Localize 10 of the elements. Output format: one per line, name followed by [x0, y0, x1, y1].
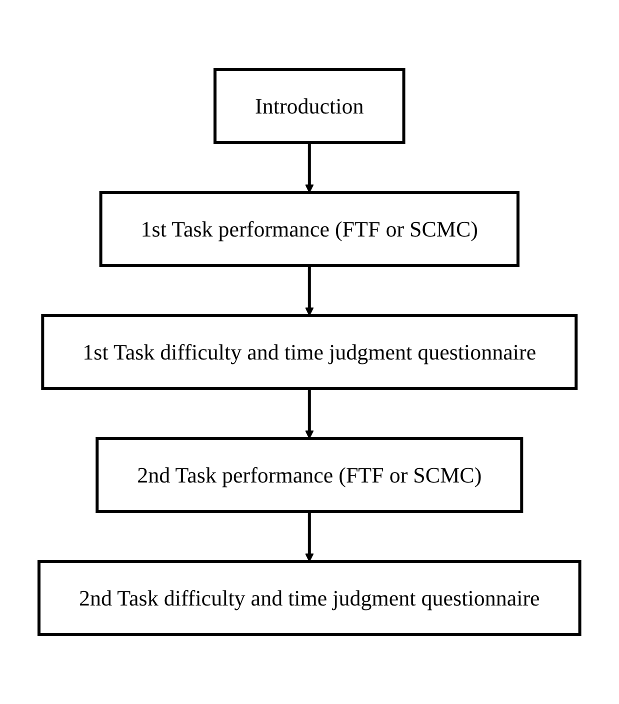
node-box — [99, 191, 520, 267]
node-box — [41, 314, 578, 390]
arrow — [305, 388, 314, 439]
arrow — [305, 142, 314, 193]
arrow — [305, 266, 314, 316]
node-box — [214, 68, 406, 144]
flowchart-diagram: Introduction 1st Task performance (FTF or SCMC) 1st Task difficulty and time judgment questionnaire 2nd Task performance (FTF or SCMC) 2nd Task difficulty and time judgment questionnaire — [31, 0, 588, 704]
node-box — [96, 437, 524, 513]
arrow — [305, 512, 314, 562]
node-box — [38, 560, 582, 636]
